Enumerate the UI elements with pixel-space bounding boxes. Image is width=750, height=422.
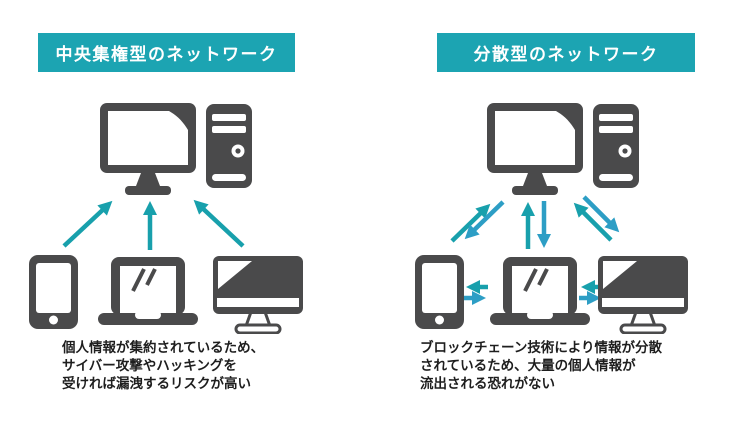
caption-line: 流出される恐れがない <box>420 376 555 391</box>
distributed-network-title: 分散型のネットワーク <box>437 33 695 72</box>
arrow-down-right-icon <box>582 195 620 233</box>
laptop-icon <box>98 257 198 325</box>
server-computer-icon <box>487 103 639 195</box>
desktop-monitor-icon <box>100 103 196 195</box>
caption-line: されているため、大量の個人情報が <box>420 358 636 373</box>
caption-line: 個人情報が集約されているため、 <box>62 340 265 355</box>
arrow-up-left-icon <box>193 199 245 248</box>
smartphone-icon <box>415 255 464 329</box>
desktop-monitor-imac-icon <box>598 256 688 334</box>
pc-tower-icon <box>206 104 252 188</box>
caption-line: 受ければ漏洩するリスクが高い <box>62 376 251 391</box>
centralized-network-caption: 個人情報が集約されているため、 サイバー攻撃やハッキングを 受ければ漏洩するリス… <box>62 339 264 393</box>
caption-line: サイバー攻撃やハッキングを <box>62 358 237 373</box>
smartphone-icon <box>29 255 78 329</box>
arrow-up-right-icon <box>450 203 491 243</box>
desktop-monitor-icon <box>487 103 583 195</box>
laptop-icon <box>490 257 590 325</box>
server-computer-icon <box>100 103 252 195</box>
distributed-network-panel: 分散型のネットワーク ブロックチェーン技術により情報が分散 <box>375 0 750 422</box>
pc-tower-icon <box>593 104 639 188</box>
arrow-up-right-icon <box>62 200 113 248</box>
arrow-down-left-icon <box>464 200 505 240</box>
centralized-network-title: 中央集権型のネットワーク <box>38 33 295 72</box>
arrow-up-left-icon <box>573 202 613 242</box>
distributed-network-caption: ブロックチェーン技術により情報が分散 されているため、大量の個人情報が 流出され… <box>420 339 662 393</box>
centralized-network-panel: 中央集権型のネットワーク 個人情報が集約されているため、 サイバー攻撃やハッキン… <box>0 33 375 393</box>
caption-line: ブロックチェーン技術により情報が分散 <box>420 340 663 355</box>
desktop-monitor-imac-icon <box>213 256 303 334</box>
